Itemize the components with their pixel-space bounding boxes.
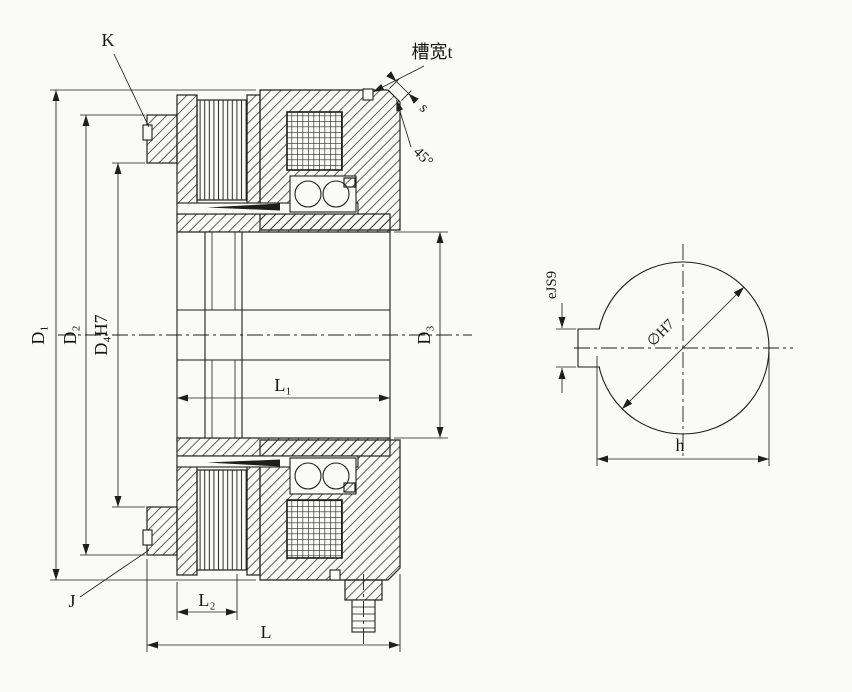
label-s: s: [416, 100, 432, 116]
snap-ring-notch-j: [142, 529, 153, 546]
dimensions-section: D₁ D₂ D₄H7 D₃ L₁ L₂: [28, 30, 453, 652]
dimension-d2: D₂: [60, 114, 145, 556]
bearing-ball-icon: [322, 180, 350, 208]
bearing-seal-top: [343, 177, 356, 188]
dimension-l1: L₁: [177, 375, 390, 402]
friction-disc-pack-top: [196, 99, 248, 201]
groove-bottom: [329, 569, 341, 581]
dimension-d1: D₁: [28, 89, 256, 581]
friction-disc-pack-bottom: [196, 469, 248, 571]
field-coil-top: [286, 111, 343, 171]
label-h: h: [676, 435, 685, 455]
label-ejs9: eJS9: [544, 271, 560, 299]
dimension-ejs9: eJS9: [544, 271, 576, 393]
bearing-ball-icon: [322, 462, 350, 490]
spline-lines: [211, 232, 236, 438]
bearing-bottom: [289, 457, 357, 495]
dimension-d4h7: D₄H7: [91, 162, 145, 508]
label-d2: D₂: [60, 325, 80, 344]
bearing-ball-icon: [294, 180, 322, 208]
label-l: L: [261, 622, 272, 642]
label-k: K: [102, 30, 115, 50]
terminal-block: [344, 574, 383, 645]
bearing-top: [289, 175, 357, 213]
bearing-ball-icon: [294, 462, 322, 490]
section-view: [58, 88, 472, 645]
callout-k: K: [102, 30, 150, 128]
clutch-drum-bottom: [176, 464, 198, 576]
label-j: J: [68, 591, 75, 611]
label-l1: L₁: [274, 375, 291, 395]
label-d4h7: D₄H7: [91, 314, 111, 355]
groove-top: [362, 88, 374, 101]
bearing-seal-bottom: [343, 482, 356, 493]
label-d3: D₃: [414, 325, 434, 344]
leaf-spring-bottom: [207, 459, 280, 467]
spacer-top: [246, 94, 261, 206]
label-d1: D₁: [28, 325, 48, 344]
rotor-web-bottom: [176, 437, 391, 457]
label-45deg: 45°: [410, 144, 436, 170]
spacer-bottom: [246, 464, 261, 576]
leaf-spring-top: [207, 203, 280, 211]
end-view: ∅H7 eJS9 h: [544, 244, 793, 466]
callout-j: J: [68, 549, 150, 611]
clutch-drum-top: [176, 94, 198, 206]
rotor-web-top: [176, 213, 391, 233]
snap-ring-notch-k: [142, 124, 153, 141]
callout-groove-width: 槽宽t: [372, 42, 453, 93]
dimension-l2: L₂: [176, 574, 238, 620]
dimension-d3: D₃: [394, 231, 448, 439]
dimension-l: L: [146, 559, 401, 652]
label-l2: L₂: [198, 590, 215, 610]
shaft-bore-lines: [177, 309, 390, 361]
dimension-h: h: [596, 352, 770, 466]
label-groove-width-t: 槽宽t: [411, 42, 452, 62]
field-coil-bottom: [286, 499, 343, 559]
